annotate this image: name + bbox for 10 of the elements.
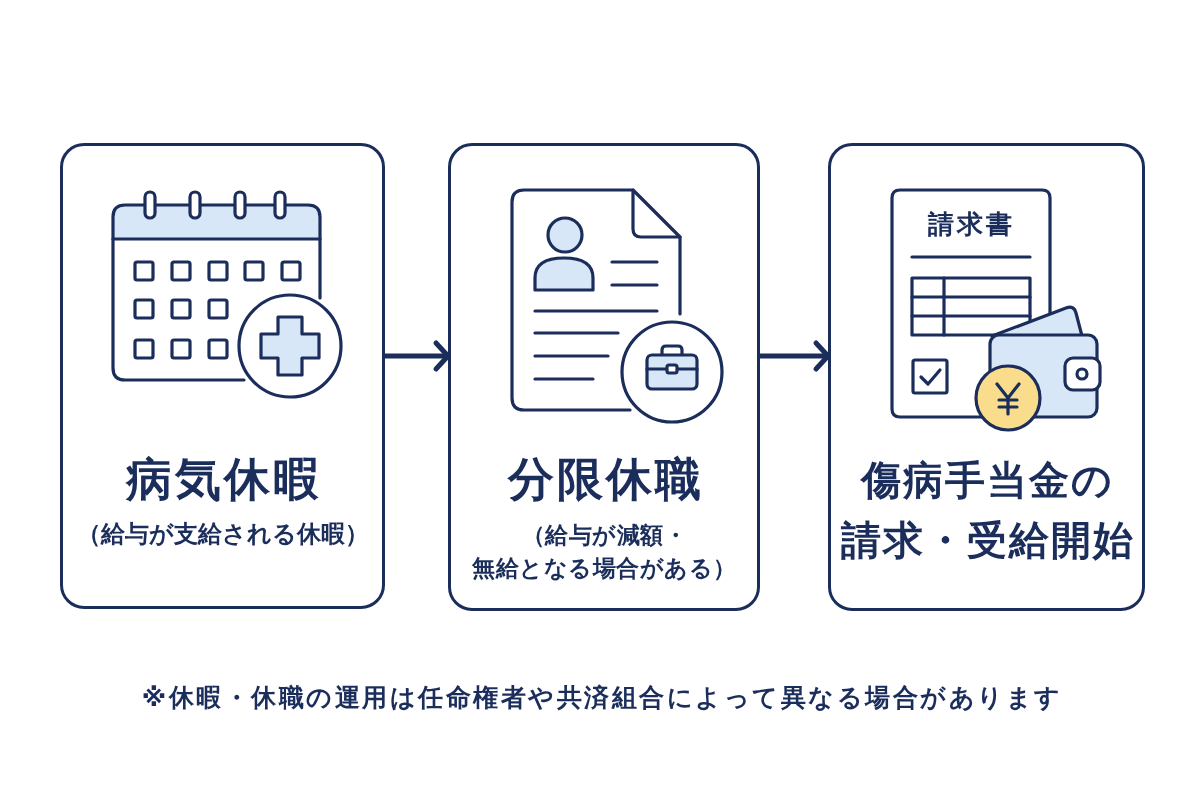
step-title: 分限休職	[506, 451, 704, 509]
step-card	[60, 143, 385, 609]
step-card	[828, 143, 1145, 611]
step-title: 病気休暇	[124, 451, 322, 509]
step-note: （給与が減額・無給となる場合がある）	[471, 521, 737, 583]
footnote: ※休暇・休職の運用は任命権者や共済組合によって異なる場合があります	[140, 681, 1063, 714]
step-title: 傷病手当金の請求・受給開始	[839, 456, 1135, 565]
step-note: （給与が支給される休暇）	[76, 519, 369, 551]
step-card	[448, 143, 760, 611]
form-heading: 請求書	[927, 208, 1015, 242]
